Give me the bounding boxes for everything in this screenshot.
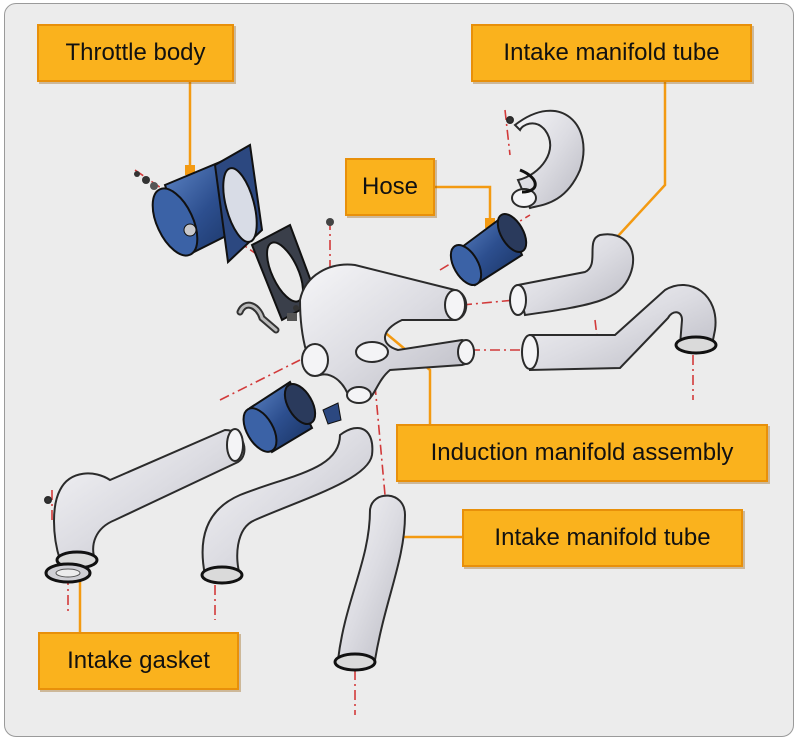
callout-intake-gasket: Intake gasket bbox=[38, 632, 239, 690]
fittings bbox=[236, 218, 342, 425]
top-bolt-center-line bbox=[504, 109, 511, 156]
throttle-bolts bbox=[134, 171, 158, 190]
induction-manifold-part bbox=[298, 263, 475, 404]
intake-tube-left bbox=[44, 428, 246, 570]
lower-hose-part bbox=[242, 380, 317, 454]
intake-tube-right-upper bbox=[509, 233, 635, 317]
right-upper-center-line bbox=[461, 299, 516, 306]
lower-hose-center-line bbox=[219, 359, 301, 401]
callout-throttle-body: Throttle body bbox=[37, 24, 234, 82]
callout-intake-manifold-tube-top: Intake manifold tube bbox=[471, 24, 752, 82]
intake-gasket-part bbox=[44, 562, 92, 584]
callout-induction-manifold-assembly: Induction manifold assembly bbox=[396, 424, 768, 482]
intake-tube-bottom-part bbox=[333, 494, 407, 672]
intake-tube-right-lower bbox=[521, 284, 718, 372]
intake-tube-top-leader bbox=[606, 82, 667, 249]
hose-leader bbox=[430, 185, 492, 222]
intake-tube-center bbox=[200, 426, 374, 585]
callout-intake-manifold-tube-bottom: Intake manifold tube bbox=[462, 509, 743, 567]
hose-part bbox=[449, 213, 528, 287]
intake-tube-top-part bbox=[506, 109, 585, 210]
induction-manifold-leader bbox=[381, 329, 432, 432]
throttle-body-part bbox=[134, 143, 320, 322]
center-pipe-line bbox=[374, 384, 386, 496]
callout-hose: Hose bbox=[345, 158, 435, 216]
